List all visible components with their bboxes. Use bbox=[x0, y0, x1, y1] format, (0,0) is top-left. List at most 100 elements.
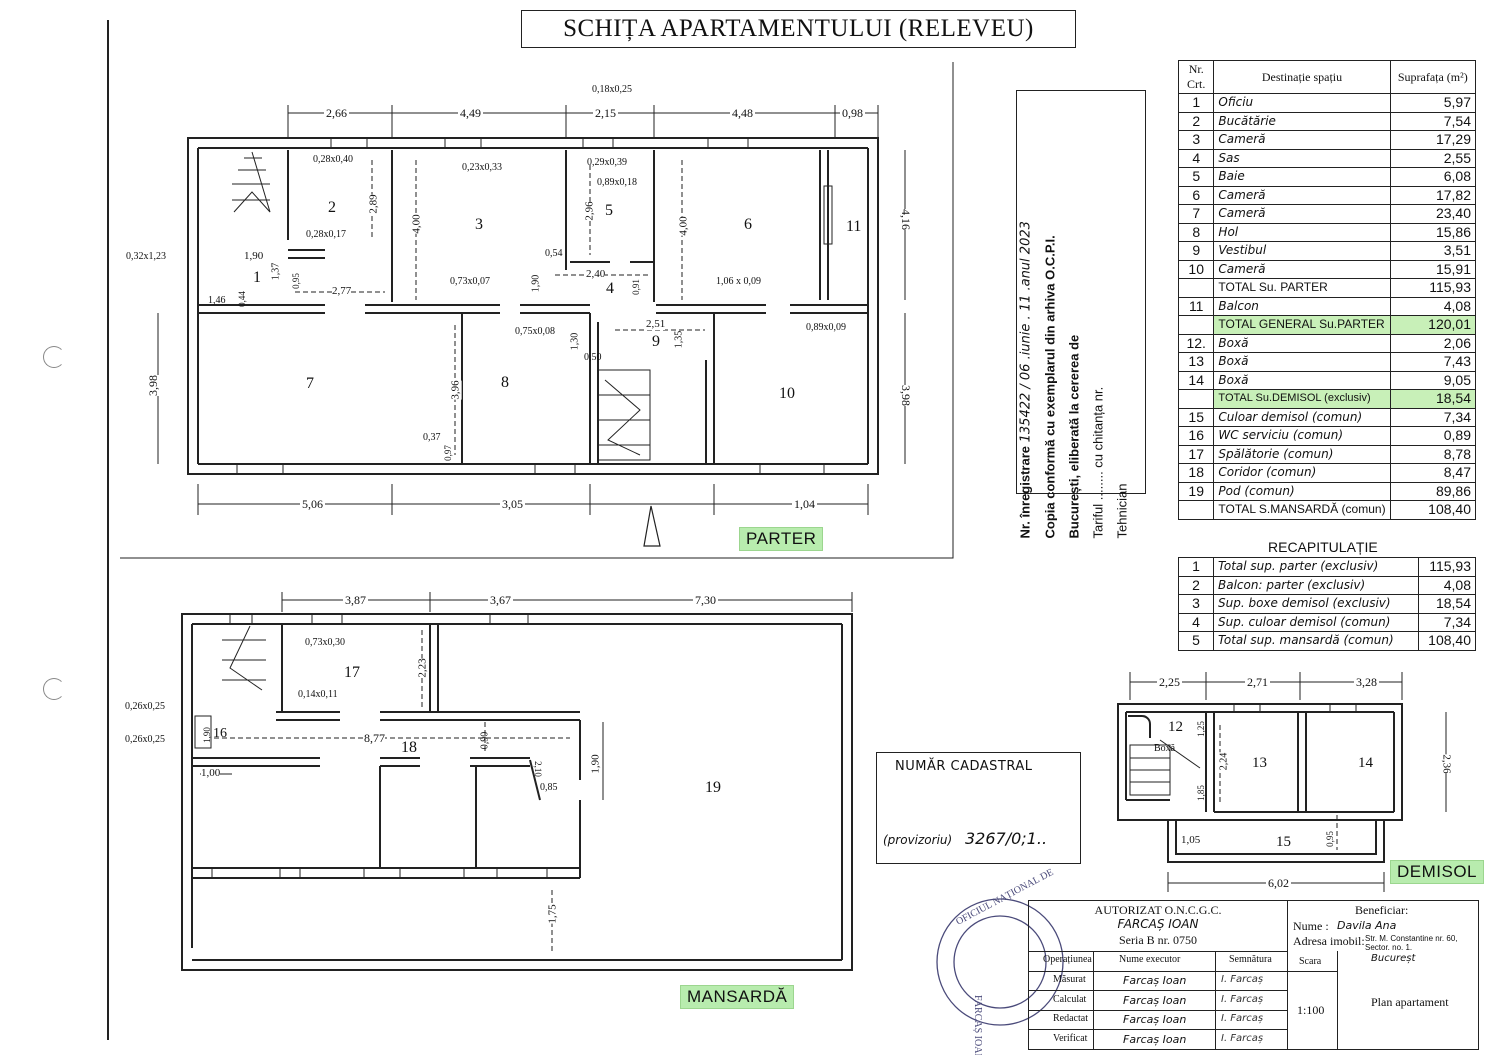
legend-area: 2,06 bbox=[1389, 333, 1477, 353]
dim-note: 0,54 bbox=[545, 248, 563, 259]
col-op: Operațiunea bbox=[1043, 954, 1092, 965]
col-sem: Semnătura bbox=[1229, 954, 1272, 965]
parter-label: PARTER bbox=[739, 527, 824, 551]
op-signature: I. Farcaș bbox=[1221, 993, 1264, 1005]
dim-note: 1,90 bbox=[201, 727, 212, 743]
legend-area: 7,43 bbox=[1389, 352, 1477, 372]
dim-note: 2,40 bbox=[586, 268, 606, 280]
legend-space: Balcon bbox=[1213, 296, 1391, 316]
dim-label: 3,05 bbox=[500, 497, 525, 512]
legend-space: TOTAL Su. PARTER bbox=[1213, 278, 1391, 298]
cadastral-box: NUMĂR CADASTRAL (provizoriu) 3267/0;1.. bbox=[876, 752, 1081, 864]
scale-value: 1:100 bbox=[1297, 1003, 1325, 1017]
room-number: 1 bbox=[253, 269, 261, 286]
legend-area: 6,08 bbox=[1389, 167, 1477, 187]
legend-space: Coridor (comun) bbox=[1213, 463, 1391, 483]
recap-area: 108,40 bbox=[1417, 631, 1477, 651]
legend-row: TOTAL Su.DEMISOL (exclusiv)18,54 bbox=[1177, 389, 1477, 409]
dim-note: 1,00 bbox=[201, 767, 221, 779]
legend-space: Cameră bbox=[1213, 259, 1391, 279]
dim-note: 2,96 bbox=[583, 201, 596, 221]
cadastral-prefix: (provizoriu) bbox=[883, 833, 953, 847]
room-number: 14 bbox=[1358, 755, 1373, 771]
dim-note: 0,14x0,11 bbox=[298, 689, 338, 700]
dim-note: 0,32x1,23 bbox=[126, 251, 166, 262]
stamp-line: Tehnician bbox=[1114, 483, 1130, 539]
legend-space: Baie bbox=[1213, 167, 1391, 187]
legend-area: 115,93 bbox=[1389, 278, 1477, 298]
legend-nr: 14 bbox=[1177, 370, 1215, 390]
room-number: 10 bbox=[779, 385, 795, 402]
document-title: SCHIȚA APARTAMENTULUI (RELEVEU) bbox=[521, 10, 1076, 48]
legend-area: 4,08 bbox=[1389, 296, 1477, 316]
op-name: Verificat bbox=[1053, 1032, 1088, 1044]
recap-title: RECAPITULAȚIE bbox=[1268, 539, 1378, 555]
dim-note: 1,25 bbox=[1195, 721, 1206, 737]
dim-note: 1,05 bbox=[1181, 834, 1201, 846]
legend-space: Cameră bbox=[1213, 204, 1391, 224]
col-exec: Nume executor bbox=[1119, 954, 1181, 965]
op-signature: I. Farcaș bbox=[1221, 1013, 1264, 1024]
dim-label: 3,87 bbox=[343, 593, 368, 608]
dim-note: 1,90 bbox=[530, 274, 542, 293]
room-number: 5 bbox=[605, 202, 613, 219]
dim-label: 3,67 bbox=[488, 593, 513, 608]
stamp-handwritten: 135422 / 06 .iunie . 11 .anul 2023 bbox=[1018, 221, 1034, 443]
legend-space: Cameră bbox=[1213, 185, 1391, 205]
stamp-line: București, eliberată la cererea de bbox=[1066, 334, 1082, 539]
legend-space: Pod (comun) bbox=[1213, 481, 1391, 501]
legend-space: TOTAL Su.DEMISOL (exclusiv) bbox=[1213, 389, 1391, 409]
legend-nr bbox=[1177, 500, 1215, 520]
recap-area: 7,34 bbox=[1417, 612, 1477, 632]
op-name: Redactat bbox=[1053, 1013, 1088, 1024]
parter-plan bbox=[0, 0, 1, 1]
dim-label: 6,02 bbox=[1266, 876, 1291, 891]
dim-note: 2,51 bbox=[646, 318, 666, 330]
legend-space: WC serviciu (comun) bbox=[1213, 426, 1391, 446]
dim-note: 0,91 bbox=[630, 279, 641, 295]
room-number: 6 bbox=[744, 216, 752, 233]
legend-nr: 10 bbox=[1177, 259, 1215, 279]
legend-area: 3,51 bbox=[1389, 241, 1477, 261]
room-number: 17 bbox=[344, 664, 360, 681]
legend-space: Boxă bbox=[1213, 352, 1391, 372]
recap-area: 18,54 bbox=[1417, 594, 1477, 614]
legend-space: Cameră bbox=[1213, 130, 1391, 150]
dim-note: 2,77 bbox=[332, 285, 352, 297]
legend-nr bbox=[1177, 389, 1215, 409]
legend-nr: 8 bbox=[1177, 222, 1215, 242]
stamp-line: Tariful ........ cu chitanța nr. bbox=[1090, 386, 1106, 539]
op-executor: Farcaș Ioan bbox=[1123, 1032, 1187, 1046]
dim-label: 2,71 bbox=[1245, 675, 1270, 690]
op-executor: Farcaș Ioan bbox=[1123, 993, 1187, 1007]
dim-note: 0,90 bbox=[479, 731, 491, 750]
dim-label: 3,28 bbox=[1354, 675, 1379, 690]
dim-note: 2,10 bbox=[532, 761, 543, 777]
dim-note: 0,73x0,30 bbox=[305, 637, 345, 648]
autorizat: AUTORIZAT O.N.C.G.C. bbox=[1094, 903, 1222, 917]
legend-space: Sas bbox=[1213, 148, 1391, 168]
dim-note: 0,95 bbox=[1324, 831, 1335, 847]
room-number: 8 bbox=[501, 374, 509, 391]
dim-note: 0,97 bbox=[442, 445, 453, 461]
dim-note: 0,29x0,39 bbox=[587, 157, 627, 168]
nume-label: Nume : bbox=[1293, 919, 1329, 933]
legend-area: 17,29 bbox=[1389, 130, 1477, 150]
plan-type: Plan apartament bbox=[1371, 995, 1449, 1009]
dim-note: 0,85 bbox=[540, 782, 558, 793]
legend-area: 2,55 bbox=[1389, 148, 1477, 168]
legend-nr: 2 bbox=[1177, 111, 1215, 131]
legend-area: 8,47 bbox=[1389, 463, 1477, 483]
